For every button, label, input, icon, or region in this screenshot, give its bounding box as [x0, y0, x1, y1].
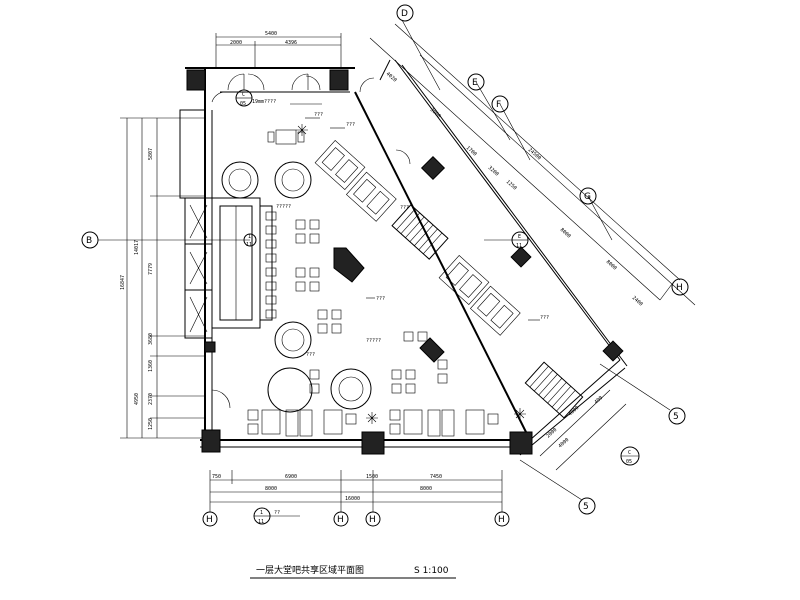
dim-bot-c: 1500 — [366, 474, 378, 480]
dim-diag-d: 3200 — [487, 165, 500, 178]
stairs — [391, 204, 584, 419]
dim-top-b: 4396 — [285, 40, 297, 46]
top-dimensions: 5400 2000 4396 — [215, 31, 342, 68]
note-2: ??? — [314, 112, 323, 118]
dim-left-f: 4950 — [134, 393, 140, 405]
structural-columns — [186, 69, 624, 455]
callout-bottom-note: ?? — [274, 510, 280, 516]
dim-left-d: 3680 — [148, 333, 154, 345]
callout-top-num: C — [242, 92, 245, 98]
drawing-scale: S 1:100 — [414, 566, 449, 576]
dim-left-a: 5807 — [148, 148, 154, 160]
callout-corner-num: C — [628, 450, 631, 456]
axis-e-label: E — [472, 78, 478, 88]
note-5: ??? — [376, 296, 385, 302]
outer-walls — [185, 59, 628, 456]
sofa-groups-bottom — [247, 409, 499, 437]
note-9: ??? — [400, 205, 409, 211]
callout-top-den: 05 — [240, 101, 246, 107]
diagonal-axis-bubbles: D E F G H 5 5 — [396, 4, 689, 515]
axis-h4-label: H — [498, 515, 505, 525]
callout-right-num: E — [518, 234, 521, 240]
callout-bottom-num: 1 — [260, 510, 263, 516]
axis-h1-label: H — [206, 515, 213, 525]
callout-left-num: 1 — [248, 234, 251, 240]
callout-bottom-den: 11 — [258, 519, 264, 525]
dim-bot-d: 7450 — [430, 474, 442, 480]
dim-diag-a: 4020 — [385, 71, 398, 84]
dim-bot-e: 8000 — [265, 486, 277, 492]
axis-h3-label: H — [369, 515, 376, 525]
note-4: ????? — [276, 204, 291, 210]
callout-top: C 05 — [235, 89, 253, 107]
sofa-groups-diagonal — [314, 140, 521, 336]
elevator-core — [179, 109, 213, 339]
lounge-tables — [267, 129, 448, 394]
callout-corner: C 05 — [620, 446, 640, 466]
drawing-title-block: 一层大堂吧共享区域平面图 S 1:100 — [250, 564, 456, 579]
dim-bot-b: 6900 — [285, 474, 297, 480]
dim-diag-f: 8000 — [559, 227, 572, 240]
dim-diag-g: 8000 — [605, 259, 618, 272]
dim-diag-h: 2400 — [631, 295, 644, 308]
note-6: ??? — [540, 315, 549, 321]
callout-left-den: 11 — [246, 242, 252, 248]
axis-b-left: B — [81, 231, 250, 249]
dim-left-g: 2370 — [148, 393, 154, 405]
dim-diag-k: 400 — [593, 395, 604, 406]
bar-counter — [211, 197, 273, 329]
axis-h-right-label: H — [676, 283, 683, 293]
dim-bot-total: 16000 — [345, 496, 360, 502]
dim-left-e: 1360 — [148, 360, 154, 372]
bottom-axis-bubbles: H H H H — [202, 511, 510, 527]
dim-top-total: 5400 — [265, 31, 277, 37]
dim-bot-f: 8000 — [420, 486, 432, 492]
leader-notes: 19mm???? ??? ??? ????? ??? ??? ????? ???… — [252, 99, 549, 358]
drawing-title: 一层大堂吧共享区域平面图 — [256, 564, 364, 576]
axis-d-label: D — [401, 9, 408, 19]
bar-stools — [265, 211, 277, 319]
axis-5a-label: 5 — [673, 412, 679, 422]
dim-diag-l: 4000 — [557, 437, 570, 450]
axis-h2-label: H — [337, 515, 344, 525]
callout-corner-den: 05 — [626, 459, 632, 465]
round-planters — [221, 161, 372, 413]
bottom-dimensions: 750 6900 1500 7450 8000 8000 16000 — [209, 470, 503, 512]
lower-right-dimensions: 2000 4000 400 4000 — [539, 389, 627, 471]
note-8: ??? — [306, 352, 315, 358]
dim-top-a: 2000 — [230, 40, 242, 46]
axis-g-label: G — [584, 192, 591, 202]
axis-b-label: B — [86, 236, 92, 246]
dim-left-c: 7779 — [148, 263, 154, 275]
callout-left: 1 11 — [243, 233, 257, 248]
display-podiums — [333, 247, 445, 363]
axis-5b-label: 5 — [583, 502, 589, 512]
left-dimensions: 5807 14017 7779 3680 1360 4950 2370 1250… — [120, 117, 205, 439]
callout-bottom: 1 11 ?? — [253, 507, 300, 525]
axis-f-label: F — [496, 100, 501, 110]
note-3: ??? — [346, 122, 355, 128]
dim-diag-e: 1250 — [505, 179, 518, 192]
entrance-doors[interactable] — [211, 73, 411, 409]
dim-left-h: 1250 — [148, 418, 154, 430]
callout-right: E 11 — [484, 231, 529, 249]
note-1: 19mm???? — [252, 99, 276, 105]
diagonal-dimensions: 4020 3900 1700 3200 1250 24500 8000 8000… — [369, 19, 696, 308]
callout-right-den: 11 — [516, 243, 522, 249]
note-7: ????? — [366, 338, 381, 344]
plant-symbols — [296, 124, 526, 424]
dim-left-total: 16847 — [120, 275, 126, 290]
dim-left-b: 14017 — [134, 240, 140, 255]
dim-bot-a: 750 — [212, 474, 221, 480]
